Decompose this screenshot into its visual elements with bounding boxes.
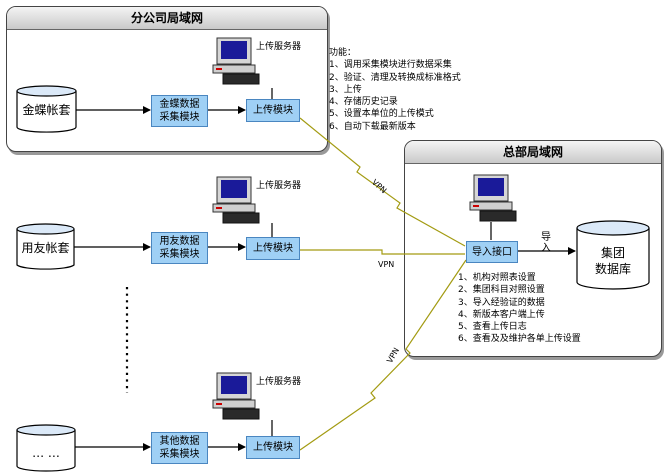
hq-lan-title: 总部局域网 (405, 141, 661, 164)
db-label-3: … … (32, 446, 60, 460)
vpn-label-2: VPN (378, 260, 395, 269)
import-interface: 导入接口 (466, 241, 518, 263)
collect-module-1: 金蝶数据 采集模块 (151, 95, 208, 127)
cylinder-hqdb (576, 220, 650, 290)
functions-list: 功能： 1、调用采集模块进行数据采集 2、验证、清理及转换成标准格式 3、上传 … (329, 47, 461, 133)
functions-heading: 功能： (329, 48, 357, 58)
hq-db-label: 集团 数据库 (594, 246, 631, 276)
vpn-link-2 (300, 249, 465, 255)
hq-feature-item: 5、查看上传日志 (458, 322, 527, 333)
hq-feature-item: 6、查看及及维护各单上传设置 (458, 334, 581, 345)
import-arrow-text: 导入 (541, 232, 551, 254)
computer-icon (212, 372, 260, 420)
functions-item: 5、设置本单位的上传模式 (329, 109, 434, 120)
functions-item: 4、存储历史记录 (329, 97, 398, 108)
server-label-2: 上传服务器 (256, 181, 302, 191)
collect-module-3: 其他数据 采集模块 (151, 432, 208, 464)
db-label-1: 金蝶帐套 (22, 103, 71, 117)
cylinder-db3 (16, 424, 76, 472)
hq-feature-item: 4、新版本客户端上传 (458, 309, 545, 320)
vpn-link-3 (299, 259, 467, 451)
upload-module-2: 上传模块 (246, 237, 300, 260)
upload-module-3: 上传模块 (246, 436, 300, 459)
functions-item: 6、自动下载最新版本 (329, 121, 416, 132)
import-arrow-label: 导入 (541, 232, 552, 254)
hq-feature-item: 1、机构对照表设置 (458, 273, 536, 283)
db-label-2: 用友帐套 (21, 241, 70, 255)
server-label-1: 上传服务器 (256, 42, 302, 52)
functions-item: 3、上传 (329, 84, 362, 95)
upload-module-1: 上传模块 (246, 99, 300, 122)
server-label-3: 上传服务器 (256, 377, 302, 387)
hq-feature-item: 2、集团科目对照设置 (458, 285, 545, 296)
hq-lan-panel: 总部局域网 (404, 140, 662, 357)
cylinder-db2 (16, 223, 75, 270)
collect-module-2: 用友数据 采集模块 (151, 232, 208, 264)
computer-icon (469, 174, 517, 222)
computer-icon (212, 176, 260, 224)
cylinder-db1 (16, 85, 77, 133)
functions-item: 2、验证、清理及转换成标准格式 (329, 72, 461, 83)
branch-lan-title: 分公司局域网 (7, 7, 327, 30)
vpn-link-1 (299, 117, 466, 247)
hq-feature-item: 3、导入经验证的数据 (458, 297, 545, 308)
hq-features-list: 1、机构对照表设置 2、集团科目对照设置 3、导入经验证的数据 4、新版本客户端… (458, 272, 581, 346)
computer-icon (212, 37, 260, 85)
functions-item: 1、调用采集模块进行数据采集 (329, 60, 452, 71)
